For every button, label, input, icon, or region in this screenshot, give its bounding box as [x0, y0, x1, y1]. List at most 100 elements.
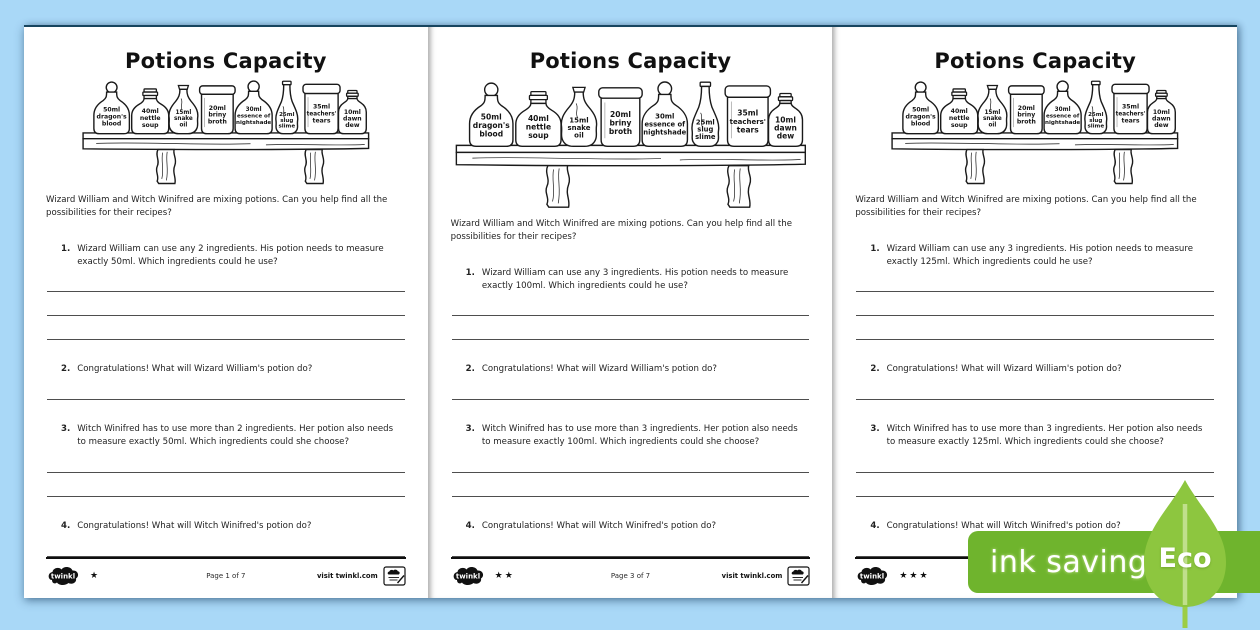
- bottle-snake-oil: 15ml snake oil: [169, 85, 198, 133]
- question-text: Wizard William can use any 3 ingredients…: [886, 243, 1194, 267]
- potion-shelf-illustration: 50ml dragon's blood 40ml nettle soup: [46, 77, 406, 185]
- question-number: 1.: [870, 243, 880, 254]
- bottle-label-line: teachers': [307, 112, 337, 118]
- question-text: Wizard William can use any 2 ingredients…: [77, 243, 384, 267]
- bottle-label-line: broth: [208, 119, 227, 126]
- bottle-label-line: 20ml: [610, 110, 631, 119]
- bottle-teachers-tears: 35ml teachers' tears: [1112, 84, 1149, 133]
- bottle-snake-oil: 15ml snake oil: [978, 85, 1007, 133]
- bottle-dragons-blood: 50ml dragon's blood: [903, 82, 938, 134]
- bottle-label-line: teachers': [729, 118, 765, 126]
- worksheet-page: Potions Capacity 50ml dragon's blood: [832, 27, 1238, 598]
- question-2: 2. Congratulations! What will Wizard Wil…: [46, 363, 406, 376]
- bottle-teachers-tears: 35ml teachers' tears: [303, 84, 340, 133]
- answer-line: [47, 316, 405, 341]
- bottle-label-line: teachers': [1116, 112, 1146, 118]
- answer-line: [856, 316, 1215, 341]
- question-number: 4.: [870, 521, 880, 532]
- question-number: 1.: [61, 243, 71, 254]
- bottle-label-line: essence of: [1046, 114, 1080, 120]
- answer-lines: [451, 449, 810, 498]
- bottle-label-line: slug: [697, 126, 713, 134]
- question-number: 3.: [465, 424, 475, 435]
- bottle-dawn-dew: 10ml dawn dew: [1148, 91, 1176, 134]
- question-3: 3. Witch Winifred has to use more than 3…: [451, 423, 811, 449]
- bottle-label-line: 35ml: [737, 109, 758, 118]
- page-number-label: Page 1 of 7: [206, 572, 246, 580]
- answer-lines: [856, 376, 1215, 401]
- answer-lines: [451, 533, 810, 557]
- bottle-label-line: dawn: [1152, 116, 1171, 123]
- bottle-label-line: snake: [983, 116, 1002, 122]
- question-2: 2. Congratulations! What will Wizard Wil…: [451, 363, 811, 376]
- bottle-label-line: broth: [609, 127, 632, 136]
- visit-twinkl-link[interactable]: visit twinkl.com: [317, 572, 378, 580]
- twinkl-logo: twinkl: [453, 566, 483, 586]
- answer-line: [856, 473, 1215, 498]
- bottle-label-line: snake: [567, 124, 590, 132]
- bottle-label-line: nightshade: [643, 129, 686, 137]
- answer-line: [451, 533, 810, 557]
- twinkl-logo-text: twinkl: [51, 573, 75, 581]
- bottle-label-line: blood: [479, 129, 503, 138]
- bottle-nettle-soup: 40ml nettle soup: [515, 92, 560, 147]
- bottle-label-line: nettle: [525, 122, 550, 131]
- bottle-label-line: 15ml: [985, 110, 1001, 116]
- bottle-label-line: 40ml: [528, 114, 549, 123]
- page-title: Potions Capacity: [529, 49, 732, 73]
- bottle-label-line: 35ml: [313, 104, 330, 111]
- twinkl-logo-text: twinkl: [456, 573, 480, 581]
- bottle-label-line: slime: [278, 124, 295, 130]
- bottle-label-line: dew: [345, 122, 360, 129]
- twinkl-logo: twinkl: [858, 566, 888, 586]
- bottle-label-line: blood: [911, 121, 930, 128]
- bottle-label-line: 50ml: [912, 107, 929, 114]
- question-1: 1. Wizard William can use any 2 ingredie…: [46, 243, 406, 269]
- bottle-label-line: 25ml: [1088, 112, 1103, 118]
- question-text: Congratulations! What will Witch Winifre…: [481, 521, 717, 532]
- answer-line: [856, 268, 1215, 293]
- answer-lines: [47, 533, 405, 557]
- difficulty-stars: ★★★: [899, 571, 930, 581]
- bottle-teachers-tears: 35ml teachers' tears: [725, 86, 770, 146]
- bottle-label-line: 10ml: [1153, 109, 1170, 116]
- question-text: Witch Winifred has to use more than 2 in…: [77, 424, 394, 448]
- bottle-label-line: dawn: [343, 116, 362, 123]
- question-text: Congratulations! What will Witch Winifre…: [77, 521, 312, 532]
- bottle-label-line: broth: [1017, 119, 1036, 126]
- footer-rule: [46, 557, 406, 559]
- visit-twinkl-link[interactable]: visit twinkl.com: [721, 572, 783, 580]
- bottle-label-line: oil: [989, 122, 997, 128]
- pages-row: Potions Capacity 50ml dragon's blood: [24, 25, 1238, 598]
- bottle-essence-of-nightshade: 30ml essence of nightshade: [235, 81, 272, 134]
- question-text: Congratulations! What will Wizard Willia…: [886, 364, 1122, 375]
- twinkl-logo: twinkl: [48, 566, 79, 586]
- twinkl-quality-badge-icon: [383, 566, 406, 586]
- bottle-essence-of-nightshade: 30ml essence of nightshade: [642, 82, 687, 146]
- bottle-label-line: 30ml: [1055, 107, 1071, 113]
- answer-line: [451, 376, 810, 401]
- answer-line: [856, 449, 1215, 474]
- eco-leaf-icon: [1144, 480, 1226, 628]
- bottle-label-line: soup: [528, 131, 549, 140]
- potion-shelf-illustration: 50ml dragon's blood 40ml nettle soup: [855, 77, 1215, 185]
- question-number: 4.: [61, 521, 71, 532]
- answer-line: [451, 449, 810, 474]
- bottle-label-line: nettle: [949, 115, 970, 122]
- bottle-label-line: soup: [142, 122, 159, 129]
- worksheet-page: Potions Capacity 50ml dragon's blood: [427, 27, 833, 598]
- bottle-label-line: tears: [313, 118, 331, 125]
- bottle-label-line: briny: [609, 119, 631, 128]
- intro-text: Wizard William and Witch Winifred are mi…: [855, 195, 1197, 219]
- question-3: 3. Witch Winifred has to use more than 3…: [855, 423, 1215, 449]
- question-number: 2.: [61, 364, 71, 375]
- bottle-label-line: dawn: [774, 123, 797, 132]
- question-text: Witch Winifred has to use more than 3 in…: [886, 424, 1203, 448]
- bottle-briny-broth: 20ml briny broth: [200, 86, 235, 134]
- question-text: Witch Winifred has to use more than 3 in…: [481, 424, 798, 448]
- bottle-label-line: dragon's: [906, 114, 937, 121]
- page-footer: twinkl ★ Page 1 of 7 visit twinkl.com: [46, 557, 406, 588]
- bottle-label-line: nightshade: [236, 120, 271, 126]
- bottle-dawn-dew: 10ml dawn dew: [768, 94, 802, 147]
- bottle-nettle-soup: 40ml nettle soup: [941, 89, 978, 134]
